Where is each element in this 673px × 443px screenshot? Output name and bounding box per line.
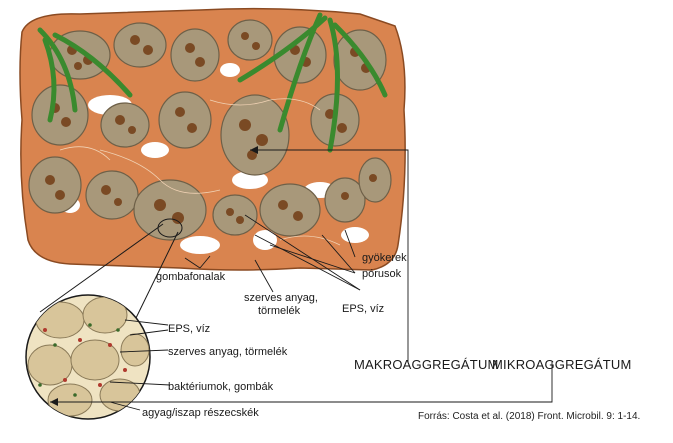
label-organic-matter-line2: törmelék	[258, 305, 301, 317]
arrow-heads	[50, 146, 258, 406]
label-microaggregate: MIKROAGGREGÁTUM	[492, 357, 632, 372]
roots	[37, 12, 388, 153]
label-clay-silt: agyag/iszap részecskék	[142, 407, 259, 419]
label-organic-matter-zoom: szerves anyag, törmelék	[168, 346, 288, 358]
label-bacteria-fungi: baktériumok, gombák	[168, 381, 274, 393]
label-organic-matter-line1: szerves anyag,	[244, 292, 318, 304]
label-eps-water: EPS, víz	[342, 303, 385, 315]
label-pores: pórusok	[362, 268, 402, 280]
label-eps-water-zoom: EPS, víz	[168, 323, 211, 335]
label-fungal-hyphae: gombafonalak	[156, 271, 226, 283]
microaggregate-crumbs	[45, 32, 377, 224]
label-macroaggregate: MAKROAGGREGÁTUM	[354, 357, 499, 372]
zoom-connectors	[39, 218, 183, 319]
zoom-circle	[25, 294, 151, 420]
source-citation: Forrás: Costa et al. (2018) Front. Micro…	[418, 411, 641, 422]
label-roots: gyökerek	[362, 252, 407, 264]
fungal-hyphae	[59, 98, 341, 246]
label-arrows	[50, 149, 553, 411]
aggregates	[28, 19, 392, 241]
